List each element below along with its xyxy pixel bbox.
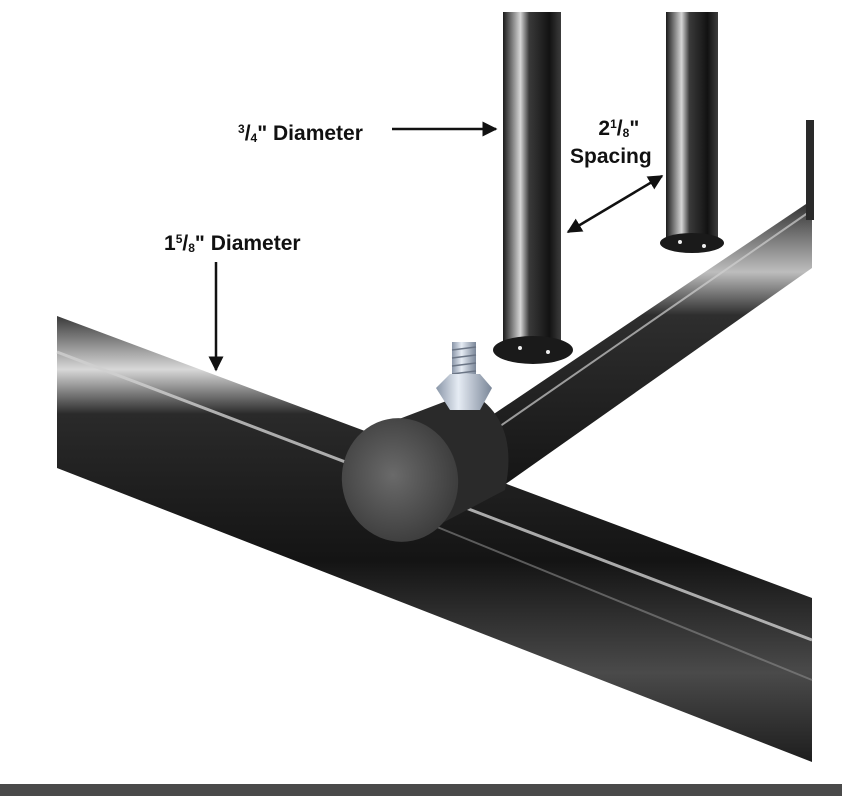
base-tube <box>56 316 813 762</box>
top-rail <box>470 200 813 488</box>
base-tube-diameter-label: 15/8" Diameter <box>164 232 301 255</box>
vertical-tubes <box>493 12 814 364</box>
end-cap <box>341 392 509 542</box>
spacing-label: 21/8" Spacing <box>570 117 652 168</box>
bottom-bar <box>0 784 842 796</box>
bolt-icon <box>436 342 492 410</box>
thin-tube-diameter-label: 3/4" Diameter <box>238 122 363 145</box>
spacing-arrow <box>566 174 664 234</box>
